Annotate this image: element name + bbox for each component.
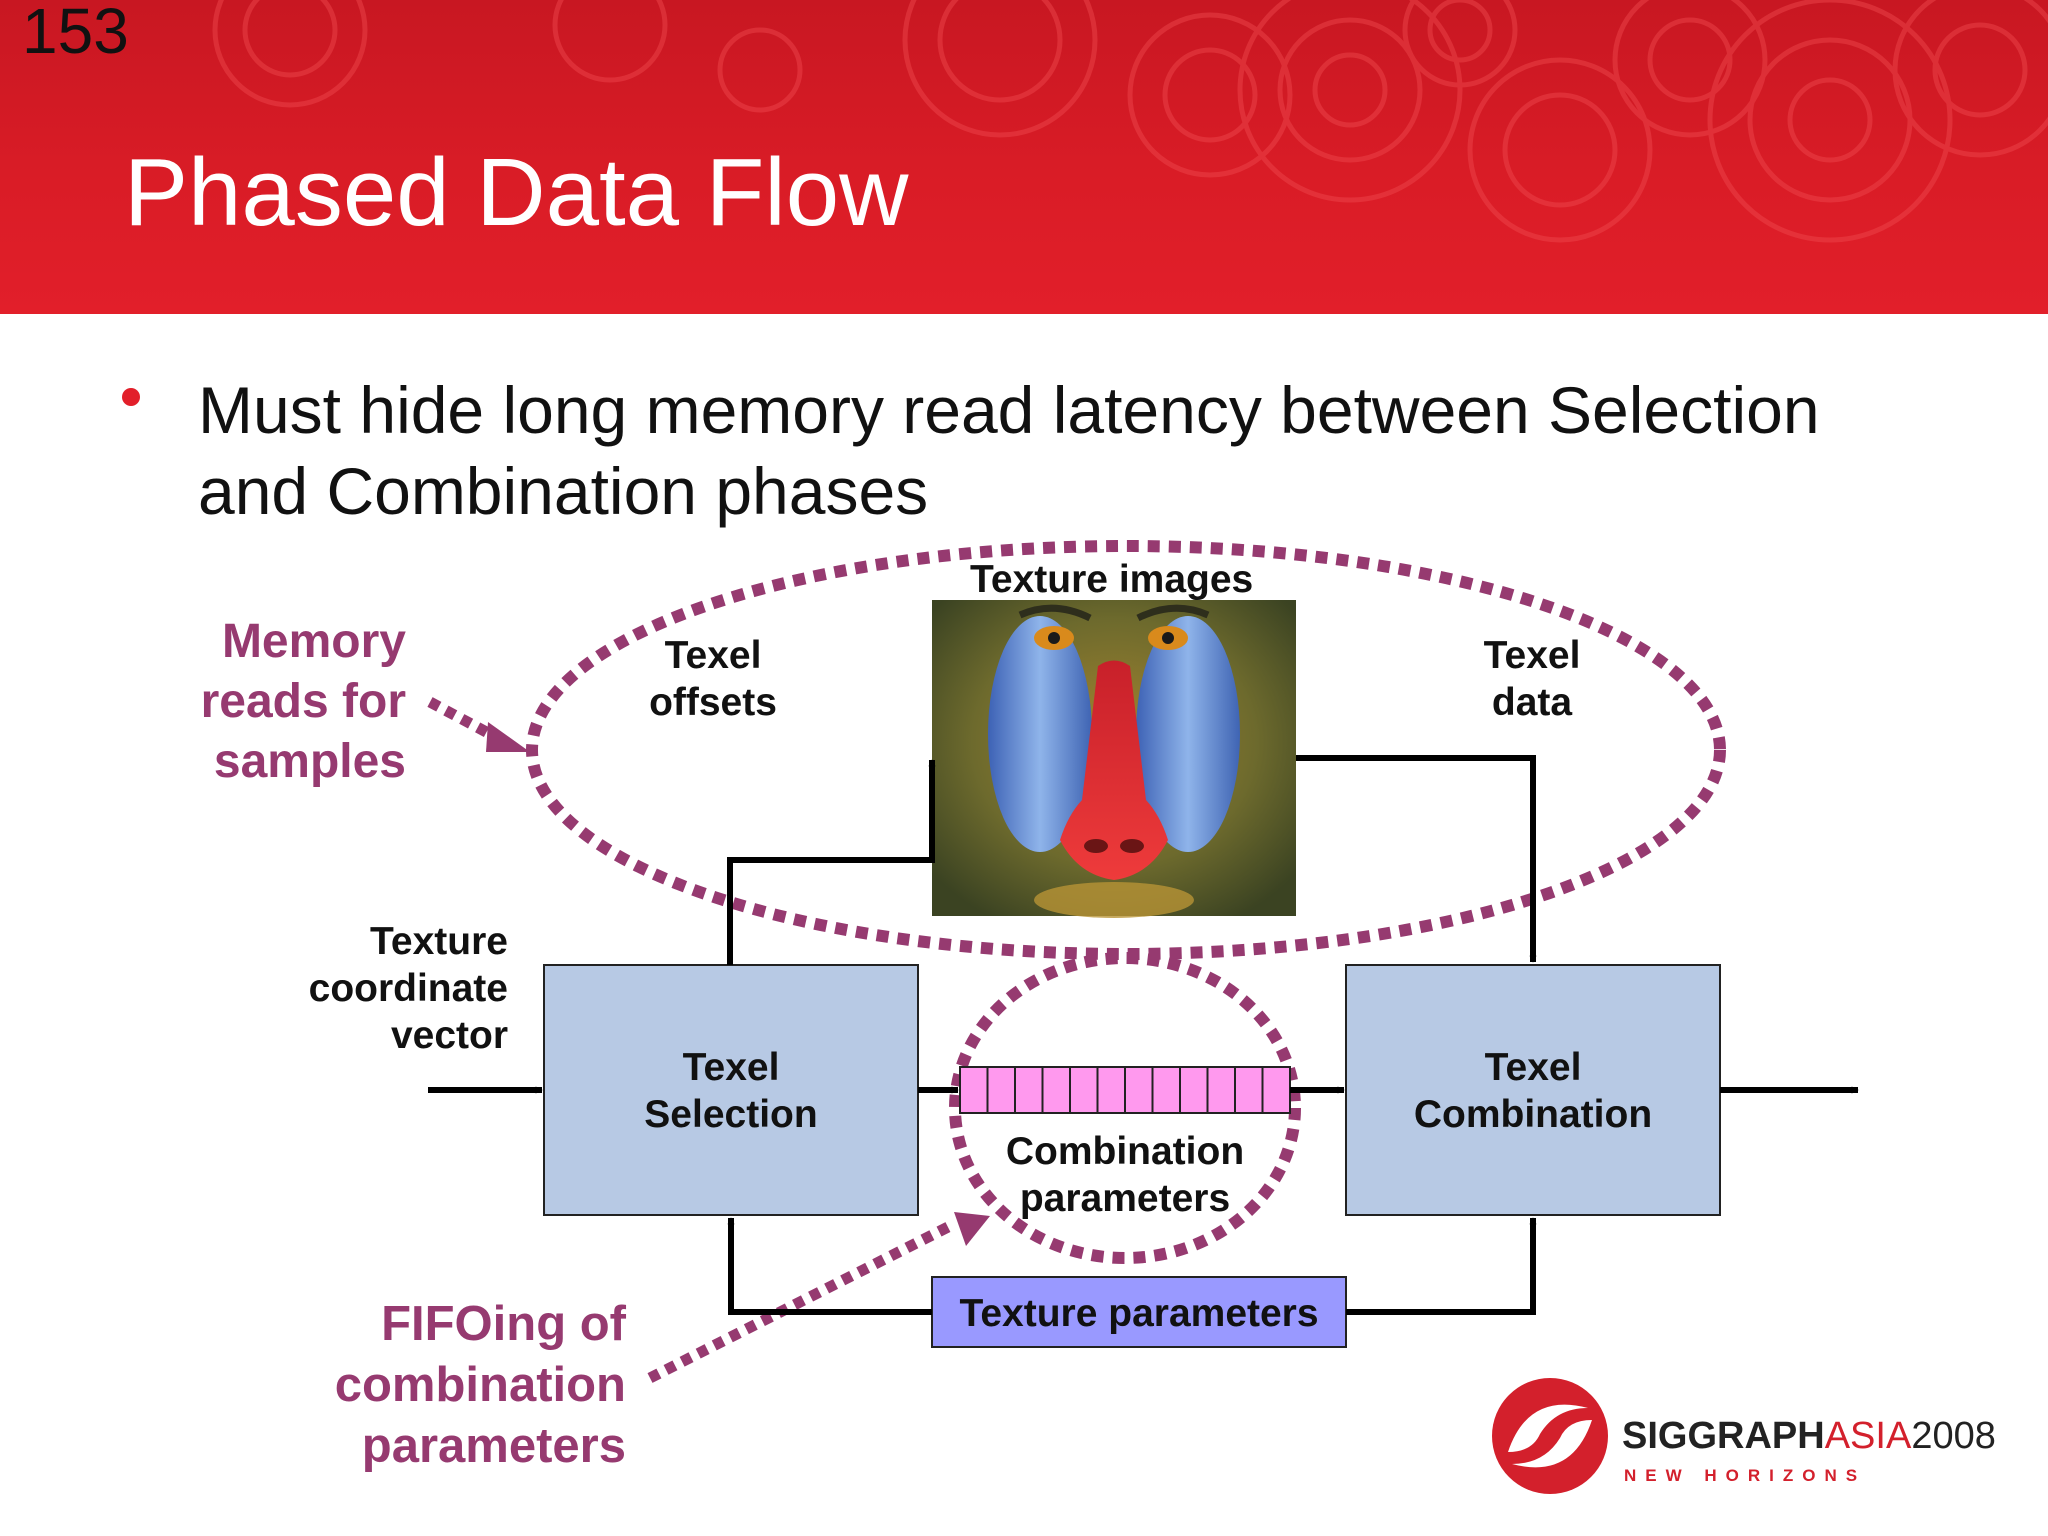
texture-coordinate-line-1: Texture	[370, 920, 508, 963]
texel-offsets-label: Texel offsets	[600, 632, 826, 726]
fifo-arrowhead-icon	[954, 1212, 990, 1246]
memory-reads-line-1: Memory	[221, 615, 406, 668]
fifo-slot	[1206, 1066, 1236, 1114]
fifo-slot	[1096, 1066, 1126, 1114]
params-to-combination-arrow	[1346, 1217, 1537, 1315]
title-banner	[0, 0, 2048, 314]
combination-parameters-line-2: parameters	[1019, 1177, 1231, 1220]
texel-combination-label: Texel Combination	[1346, 1044, 1720, 1138]
fifo-slot	[1179, 1066, 1209, 1114]
memory-reads-callout: Memory reads for samples	[150, 612, 406, 792]
siggraph-logo-icon	[1492, 1378, 1608, 1494]
texel-offsets-line-1: Texel	[664, 634, 762, 677]
logo-tagline: NEW HORIZONS	[1624, 1466, 1867, 1485]
texel-combination-box	[1345, 964, 1721, 1216]
texel-data-line-2: data	[1491, 681, 1573, 724]
logo-part-year: 2008	[1911, 1415, 1996, 1457]
memory-reads-ellipse	[526, 540, 1726, 960]
texel-data-label: Texel data	[1432, 632, 1632, 726]
banner-circle-pattern	[212, 0, 2048, 243]
fifo-ellipse	[949, 952, 1301, 1264]
texel-selection-label: Texel Selection	[544, 1044, 918, 1138]
texel-data-arrow	[1296, 755, 1537, 963]
texel-data-line-1: Texel	[1483, 634, 1581, 677]
texture-images-label: Texture images	[970, 558, 1254, 601]
fifo-slot	[1069, 1066, 1099, 1114]
memory-reads-leader	[427, 697, 493, 739]
fifo-slot	[1124, 1066, 1154, 1114]
texel-combination-line-2: Combination	[1413, 1093, 1653, 1136]
fifo-slot	[1151, 1066, 1181, 1114]
combination-parameters-line-1: Combination	[1005, 1130, 1245, 1173]
texture-coordinate-line-3: vector	[390, 1014, 508, 1057]
texel-offsets-line-2: offsets	[649, 681, 777, 724]
memory-reads-line-2: reads for	[200, 675, 406, 728]
params-to-selection-arrow	[727, 1217, 932, 1315]
memory-reads-arrowhead-icon	[486, 722, 530, 752]
fifo-buffer	[959, 1066, 1291, 1114]
logo-part-siggraph: SIGGRAPH	[1622, 1415, 1825, 1457]
fifo-callout-line-3: parameters	[361, 1419, 626, 1473]
siggraph-asia-logo-text: SIGGRAPHASIA2008	[1622, 1415, 1996, 1458]
texel-offsets-arrow	[727, 759, 936, 965]
texel-selection-line-1: Texel	[682, 1046, 780, 1089]
memory-reads-line-3: samples	[213, 735, 406, 788]
texture-parameters-box	[931, 1276, 1347, 1348]
fifo-callout-line-2: combination	[334, 1358, 626, 1412]
slide-number: 153	[22, 0, 129, 67]
fifo-callout-line-1: FIFOing of	[381, 1297, 626, 1351]
slide-title: Phased Data Flow	[124, 139, 909, 246]
texture-coordinate-label: Texture coordinate vector	[290, 918, 508, 1059]
texel-selection-line-2: Selection	[644, 1093, 818, 1136]
fifo-slot	[1014, 1066, 1044, 1114]
fifo-leader	[647, 1220, 955, 1383]
texture-image	[932, 600, 1296, 918]
texel-combination-line-1: Texel	[1484, 1046, 1582, 1089]
fifo-slot	[1234, 1066, 1264, 1114]
fifo-slot	[959, 1066, 989, 1114]
fifo-slot	[986, 1066, 1016, 1114]
bullet-text: Must hide long memory read latency betwe…	[198, 373, 1820, 528]
texel-selection-box	[543, 964, 919, 1216]
texture-parameters-label: Texture parameters	[959, 1292, 1319, 1335]
fifo-callout: FIFOing of combination parameters	[270, 1294, 626, 1477]
logo-part-asia: ASIA	[1824, 1415, 1912, 1457]
texture-coordinate-line-2: coordinate	[308, 967, 508, 1010]
bullet-dot-icon	[122, 388, 140, 406]
fifo-slot	[1261, 1066, 1291, 1114]
combination-parameters-label: Combination parameters	[980, 1128, 1270, 1222]
fifo-slot	[1041, 1066, 1071, 1114]
